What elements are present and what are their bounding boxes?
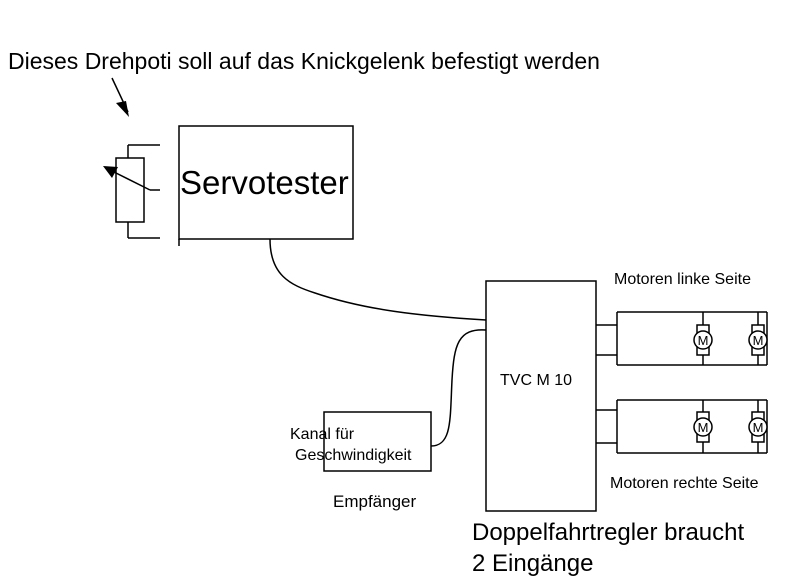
channel-label-line2: Geschwindigkeit	[295, 447, 412, 464]
motor-wiring-left	[596, 311, 768, 366]
controller-note-line1: Doppelfahrtregler braucht	[472, 519, 745, 546]
svg-text:M: M	[698, 333, 709, 348]
motors-right-label: Motoren rechte Seite	[610, 475, 759, 492]
svg-text:M: M	[753, 333, 764, 348]
servotester-box	[178, 125, 354, 240]
motor-icon: M	[748, 324, 768, 356]
svg-text:M: M	[698, 420, 709, 435]
motor-icon: M	[693, 324, 713, 356]
annotation-note: Dieses Drehpoti soll auf das Knickgelenk…	[8, 48, 600, 74]
servotester-label: Servotester	[180, 164, 349, 201]
controller-note-line2: 2 Eingänge	[472, 550, 594, 577]
motors-left-label: Motoren linke Seite	[614, 271, 751, 288]
motor-wiring-right	[596, 399, 768, 454]
motor-icon: M	[748, 411, 768, 443]
receiver-label: Empfänger	[333, 492, 417, 511]
controller-label: TVC M 10	[500, 372, 573, 389]
annotation-arrow-icon	[111, 77, 129, 117]
svg-text:M: M	[753, 420, 764, 435]
servo-cable	[269, 238, 487, 321]
tvc-controller-box	[485, 280, 597, 512]
motor-icon: M	[693, 411, 713, 443]
channel-label-line1: Kanal für	[290, 426, 355, 443]
receiver-cable	[430, 329, 487, 447]
receiver-box	[323, 411, 432, 472]
potentiometer-icon	[103, 144, 160, 239]
